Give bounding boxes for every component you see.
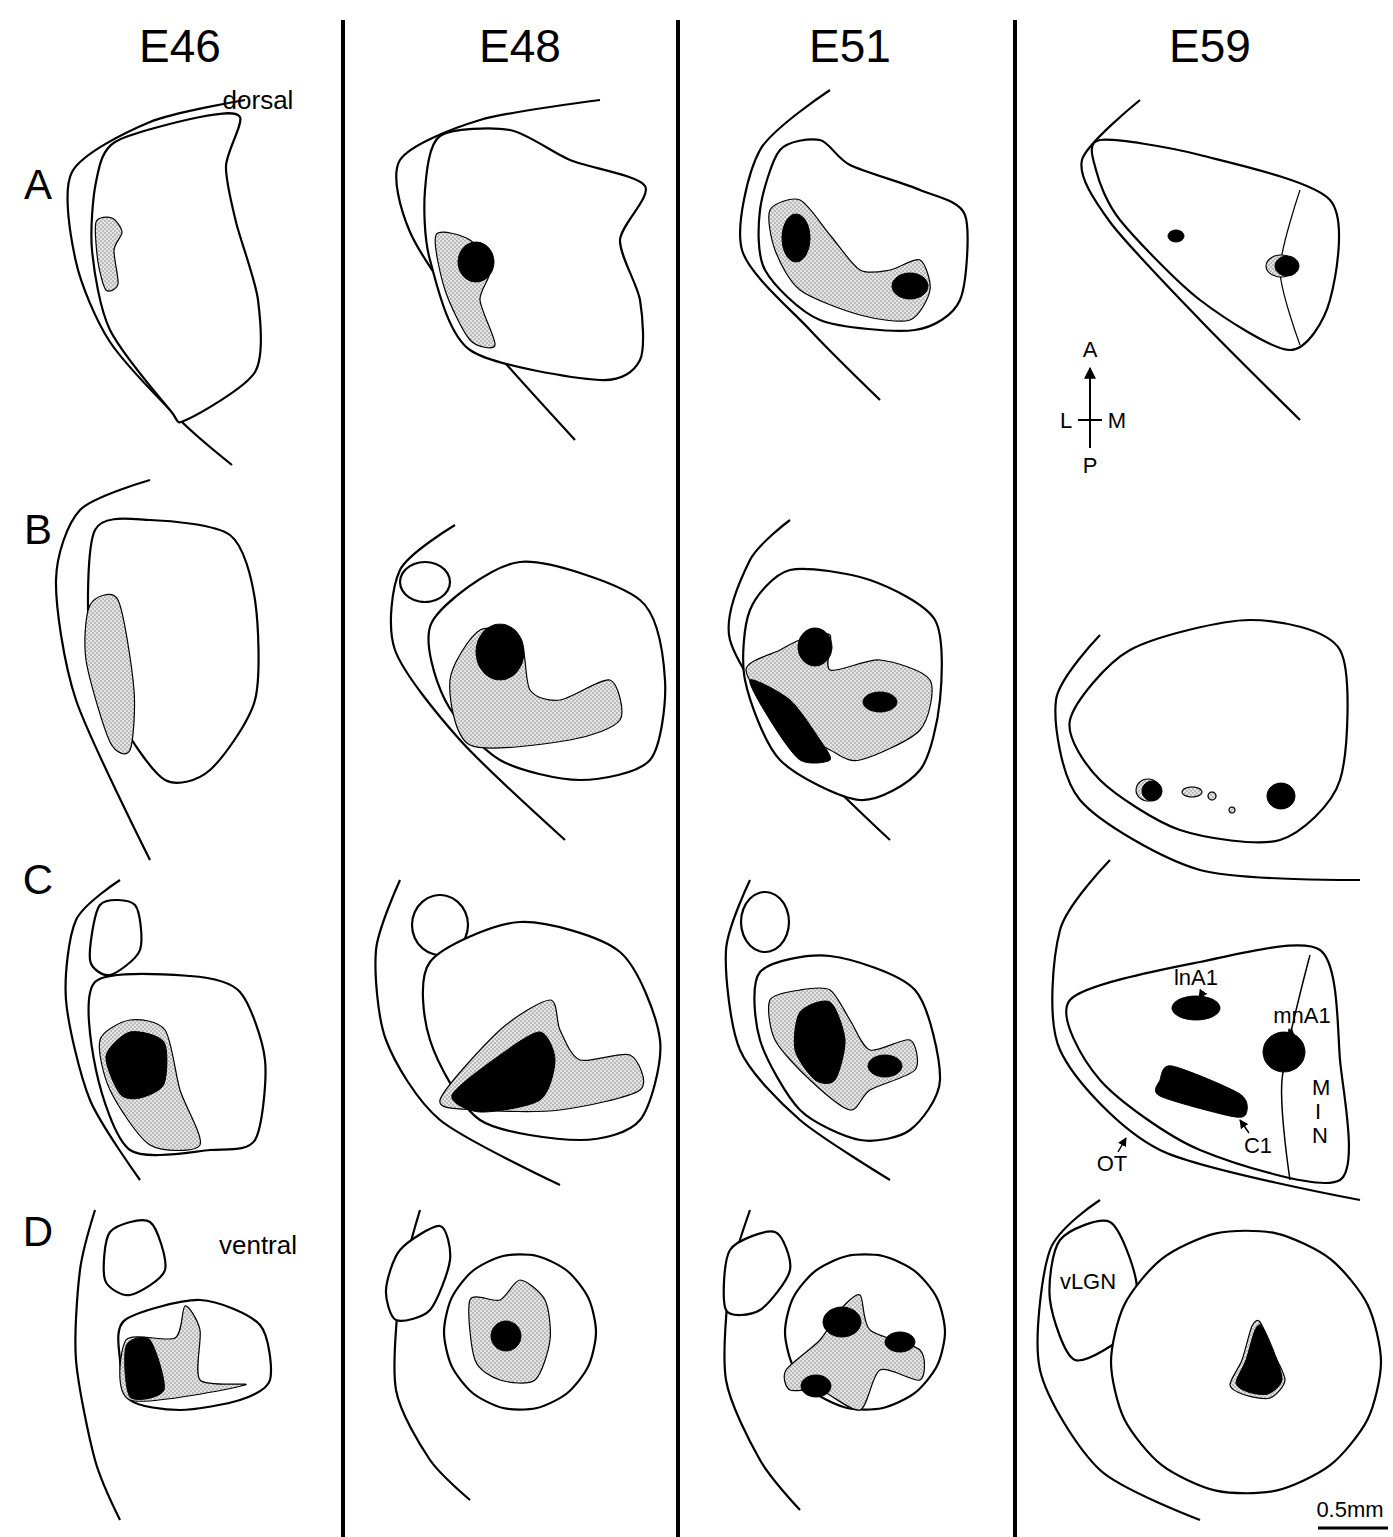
dense-label-patch (491, 1321, 521, 1351)
stippled-label-zone (1208, 792, 1216, 800)
nucleus-outline (444, 1254, 596, 1409)
column-divider (1013, 20, 1017, 1537)
compass-label: L (1060, 410, 1072, 432)
stippled-label-zone (1229, 807, 1235, 813)
nucleus-outline (724, 1232, 790, 1315)
orientation-label: ventral (219, 1232, 297, 1258)
structure-label: MIN (1312, 1076, 1324, 1149)
nucleus-outline (118, 1300, 271, 1410)
nucleus-outline (423, 922, 661, 1140)
nucleus-outline (1092, 140, 1339, 350)
dense-label-patch (125, 1337, 165, 1399)
dense-label-patch (782, 214, 810, 262)
leader-arrow (1291, 1028, 1294, 1036)
nucleus-outline (741, 892, 789, 952)
leader-arrow (1199, 992, 1203, 998)
stippled-label-zone (120, 1306, 246, 1401)
dense-label-patch (1155, 1066, 1247, 1117)
tract-outline (724, 1210, 800, 1510)
column-heading: E59 (1169, 23, 1251, 69)
column-divider (676, 20, 680, 1537)
structure-label: lnA1 (1174, 967, 1218, 989)
nucleus-outline (1066, 945, 1349, 1182)
compass-label: M (1108, 410, 1126, 432)
dense-label-patch (106, 1032, 167, 1099)
stippled-label-zone (769, 199, 930, 321)
nucleus-outline (785, 1254, 945, 1409)
nucleus-outline (400, 562, 450, 602)
structure-label: mnA1 (1273, 1005, 1330, 1027)
dense-label-patch (794, 1001, 845, 1084)
dense-label-patch (1267, 783, 1295, 809)
stippled-label-zone (469, 1280, 551, 1383)
dense-label-patch (798, 628, 832, 666)
compass-axis (1078, 419, 1102, 421)
tract-outline (1052, 860, 1360, 1200)
dense-label-patch (1172, 996, 1220, 1020)
dense-label-patch (801, 1375, 831, 1397)
stippled-label-zone (1230, 1320, 1285, 1398)
column-heading: E46 (139, 23, 221, 69)
dense-label-patch (1168, 230, 1184, 242)
stippled-label-zone (1182, 787, 1202, 797)
row-letter: D (23, 1211, 53, 1253)
dense-label-patch (1263, 1032, 1305, 1072)
nucleus-outline (89, 974, 266, 1155)
nucleus-outline (743, 569, 942, 800)
row-letter: B (24, 509, 52, 551)
stippled-label-zone (450, 628, 622, 748)
nucleus-outline (429, 562, 666, 780)
leader-arrow (1240, 1120, 1249, 1133)
stippled-label-zone (99, 1020, 200, 1151)
nucleus-outline (754, 956, 940, 1141)
leader-arrow (1118, 1138, 1126, 1152)
column-divider (341, 20, 345, 1537)
dense-label-patch (885, 1332, 915, 1352)
dense-label-patch (458, 242, 494, 282)
nucleus-outline (424, 128, 646, 380)
stippled-label-zone (784, 1295, 924, 1411)
compass-label: P (1083, 455, 1098, 477)
dense-label-patch (750, 680, 831, 763)
compass-axis (1089, 405, 1091, 448)
orientation-label: dorsal (223, 87, 294, 113)
nucleus-outline (90, 900, 142, 975)
row-letter: C (23, 859, 53, 901)
dense-label-patch (892, 273, 928, 299)
scale-bar (1318, 1527, 1388, 1530)
leader-arrow (1289, 1029, 1291, 1036)
stippled-label-zone (95, 217, 122, 291)
dense-label-patch (1275, 256, 1299, 276)
nucleus-outline (104, 1220, 166, 1295)
column-heading: E51 (809, 23, 891, 69)
stippled-label-zone (85, 594, 135, 753)
nucleus-outline (759, 139, 968, 330)
dense-label-patch (452, 1032, 555, 1112)
structure-label: C1 (1244, 1135, 1272, 1157)
column-heading: E48 (479, 23, 561, 69)
dense-label-patch (863, 692, 897, 712)
nucleus-outline (91, 113, 261, 422)
structure-label: OT (1097, 1153, 1128, 1175)
stippled-label-zone (769, 988, 918, 1110)
stippled-label-zone (440, 1000, 644, 1112)
compass-label: A (1083, 339, 1098, 361)
compass-arrow (1089, 368, 1091, 405)
dense-label-patch (823, 1307, 861, 1337)
nucleus-outline (1111, 1231, 1381, 1493)
dense-label-patch (1236, 1325, 1282, 1395)
row-letter: A (24, 164, 52, 206)
structure-label: vLGN (1060, 1271, 1116, 1293)
dense-label-patch (1142, 781, 1162, 801)
scale-label: 0.5mm (1316, 1499, 1383, 1521)
nucleus-outline (386, 1226, 450, 1321)
dense-label-patch (868, 1055, 902, 1077)
dense-label-patch (476, 624, 524, 680)
stippled-label-zone (435, 232, 495, 347)
nucleus-outline (1069, 620, 1347, 842)
